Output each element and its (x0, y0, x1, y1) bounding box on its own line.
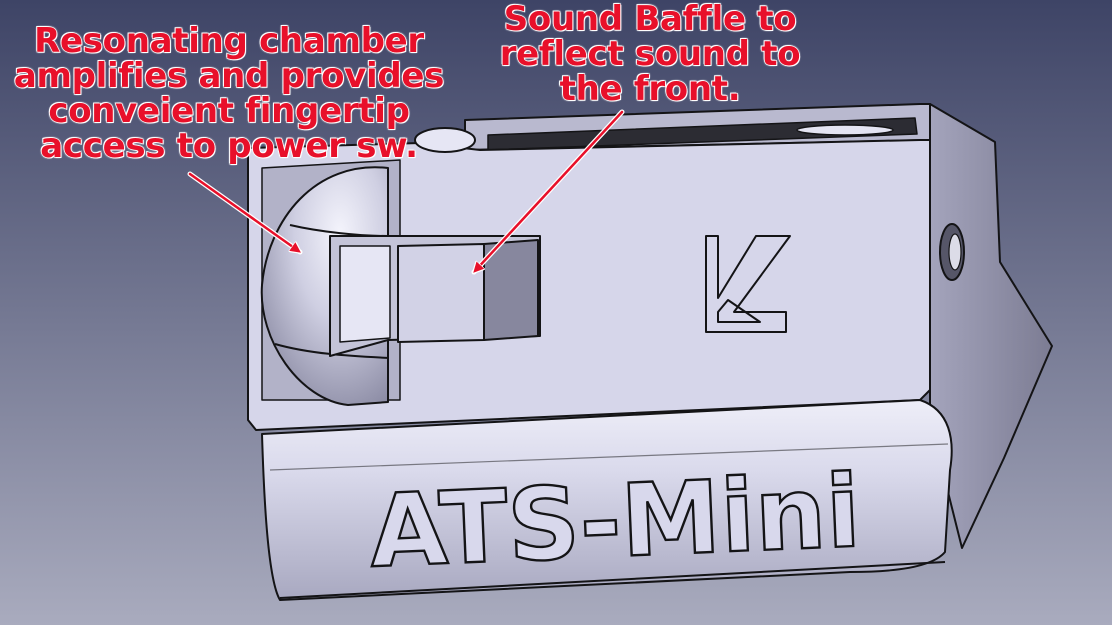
bar-bottom-edge (279, 561, 946, 599)
dome-band (274, 224, 389, 359)
sound-baffle (397, 243, 485, 343)
callout-line: reflect sound to (499, 34, 801, 74)
baffle-shadow (483, 239, 539, 341)
callout-line: access to power sw. (40, 126, 419, 166)
arrow-resonating-chamber-line (188, 172, 300, 252)
top-hole (414, 127, 476, 153)
callout-sound-baffle: Sound Baffle to reflect sound to the fro… (490, 0, 810, 109)
logo (705, 235, 791, 333)
callout-resonating-chamber: Resonating chamber amplifies and provide… (4, 21, 454, 166)
callout-line: amplifies and provides (13, 56, 445, 96)
bar-edge (269, 443, 949, 471)
callout-line: Sound Baffle to (503, 0, 797, 39)
switch-tab (339, 245, 391, 343)
side-mount-hole-inner (948, 233, 962, 271)
embossed-label: ATS-Mini (368, 453, 863, 590)
enclosure-model (247, 103, 1053, 601)
arrow-sound-baffle-line (474, 110, 624, 272)
callout-line: Resonating chamber (34, 21, 425, 61)
logo-k-outline (705, 235, 791, 333)
callout-line: the front. (559, 69, 741, 109)
top-slot-hole (796, 124, 894, 136)
callout-line: conveient fingertip (48, 91, 411, 131)
